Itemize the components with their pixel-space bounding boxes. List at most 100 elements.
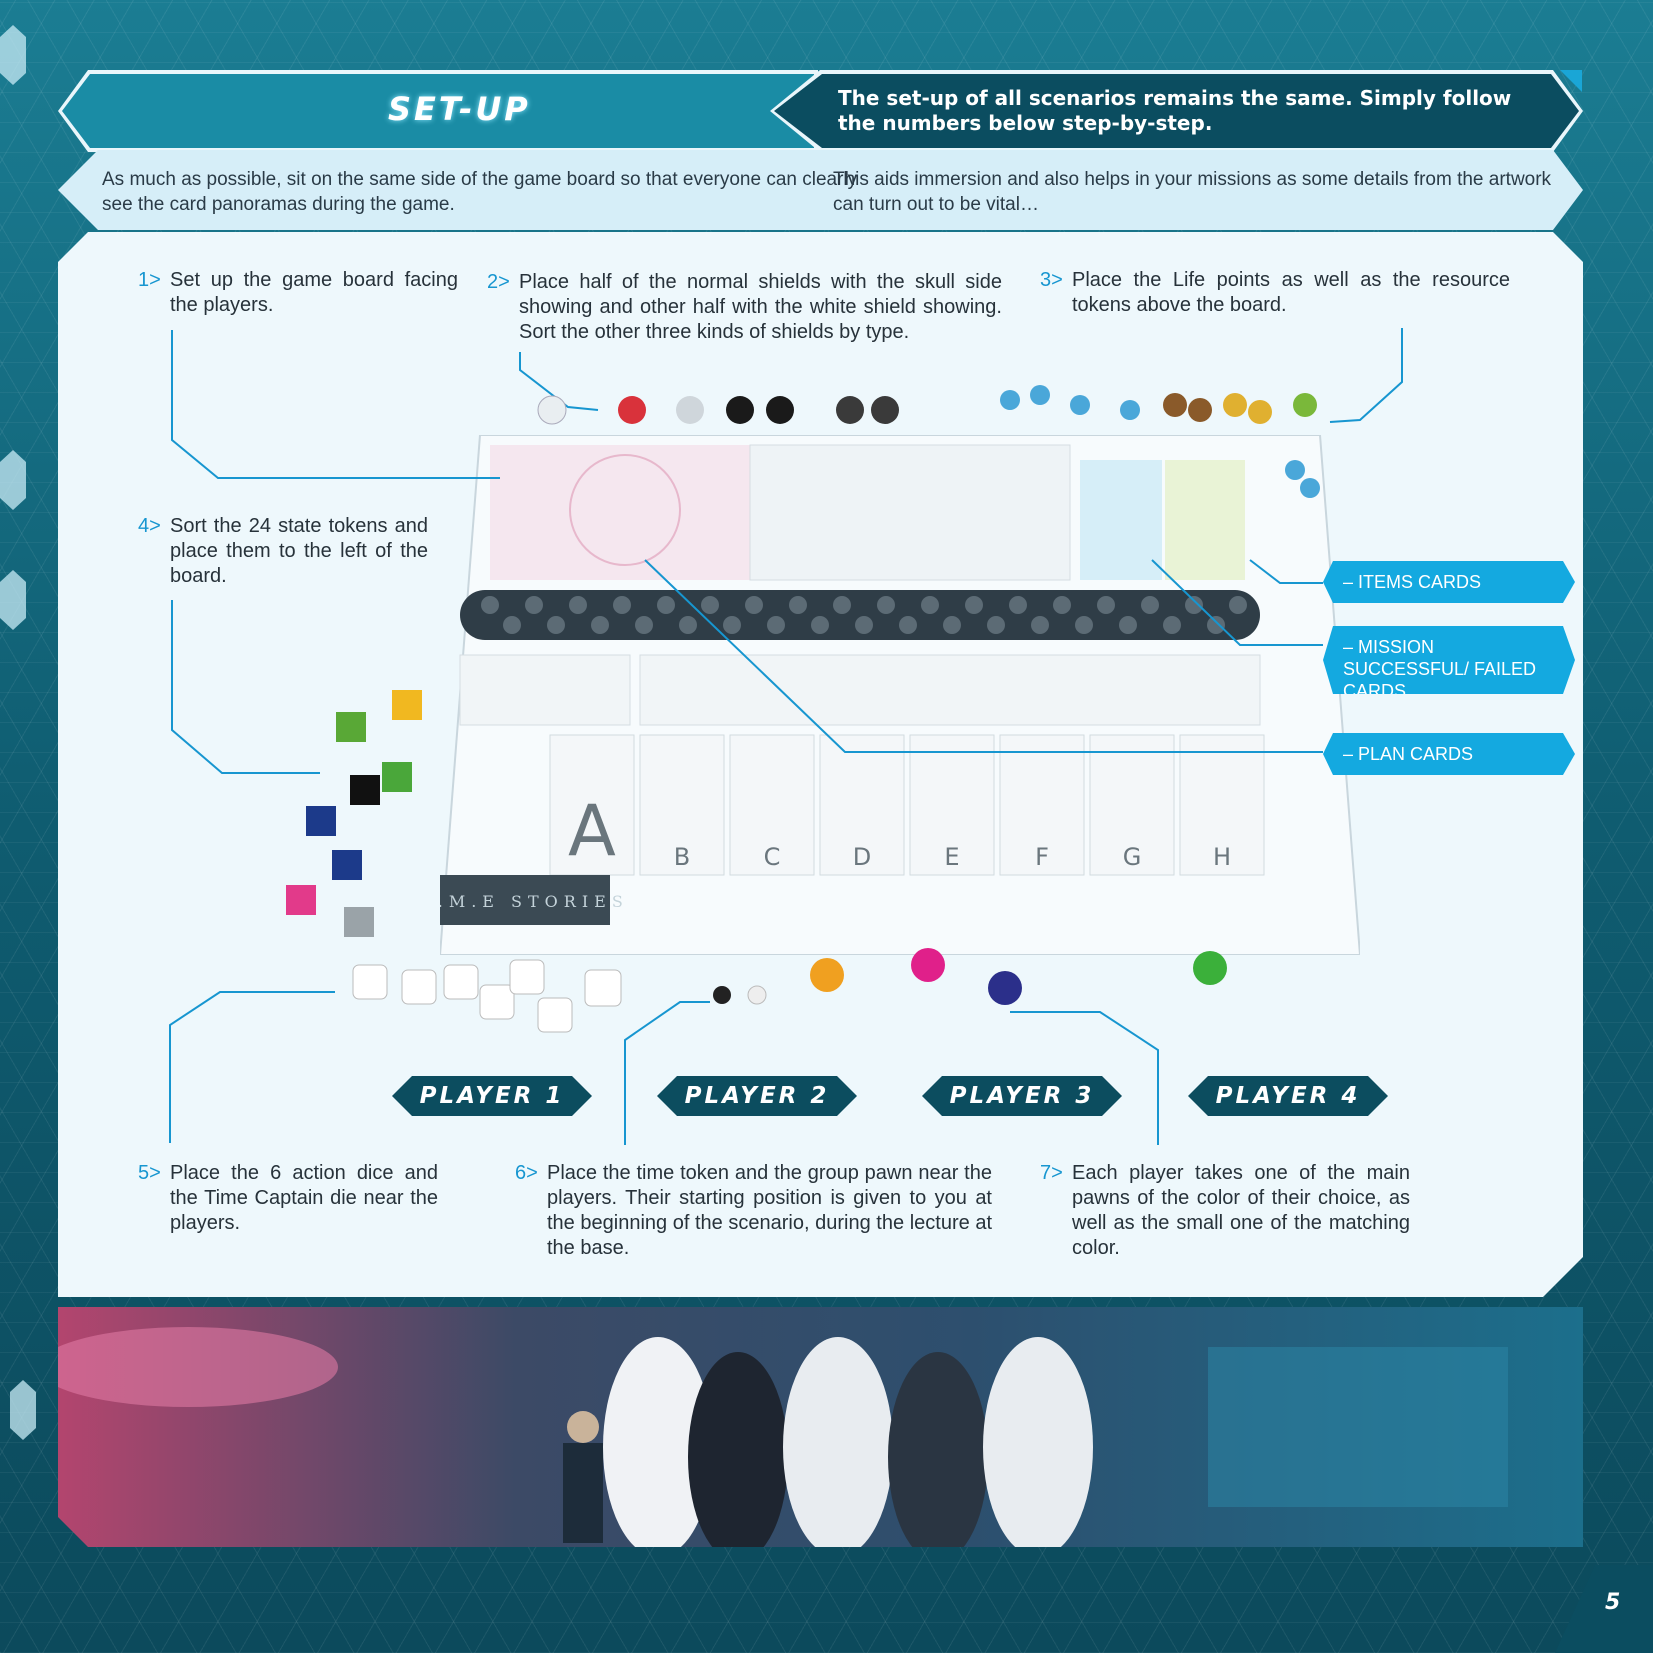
player-2-banner: PLAYER 2: [657, 1076, 857, 1116]
hex-decoration: [0, 570, 26, 630]
time-track-cell: [503, 616, 521, 634]
label-plan-cards: – PLAN CARDS: [1323, 733, 1575, 775]
time-track-cell: [1141, 596, 1159, 614]
hex-decoration: [10, 1380, 36, 1440]
art-pod: [983, 1337, 1093, 1547]
player-1-banner: PLAYER 1: [392, 1076, 592, 1116]
state-slots: [459, 654, 631, 726]
time-track-cell: [833, 596, 851, 614]
time-track-cell: [1053, 596, 1071, 614]
time-track-cell: [525, 596, 543, 614]
step-6: 6> Place the time token and the group pa…: [515, 1161, 992, 1261]
time-track-cell: [613, 596, 631, 614]
board-logo-plate: [440, 875, 610, 925]
time-track-cell: [943, 616, 961, 634]
time-track-cell: [767, 616, 785, 634]
time-track-cell: [701, 596, 719, 614]
step-7-number: 7>: [1040, 1162, 1063, 1184]
step-6-number: 6>: [515, 1162, 538, 1184]
time-track-cell: [1075, 616, 1093, 634]
step-6-text: Place the time token and the group pawn …: [547, 1162, 992, 1259]
header-band: SET-UP The set-up of all scenarios remai…: [58, 70, 1583, 152]
player-3-banner: PLAYER 3: [922, 1076, 1122, 1116]
time-track-cell: [987, 616, 1005, 634]
art-planet-glow: [58, 1327, 338, 1407]
step-7-text: Each player takes one of the main pawns …: [1072, 1162, 1410, 1259]
time-track-cell: [811, 616, 829, 634]
board-column-slot: [729, 734, 815, 876]
board-column-slot: [1089, 734, 1175, 876]
map-circle: [569, 454, 681, 566]
time-track-cell: [789, 596, 807, 614]
intro-band: As much as possible, sit on the same sid…: [58, 150, 1583, 230]
page-title: SET-UP: [388, 90, 531, 128]
step-3-text: Place the Life points as well as the res…: [1072, 269, 1510, 316]
time-track-cell: [1097, 596, 1115, 614]
step-4: 4> Sort the 24 state tokens and place th…: [138, 514, 428, 589]
hex-decoration: [0, 450, 26, 510]
time-track-cell: [1119, 616, 1137, 634]
artwork-scene: [58, 1307, 1583, 1547]
time-track-cell: [635, 616, 653, 634]
board-column-letter: D: [853, 843, 871, 871]
board-column-letter: A: [568, 790, 616, 872]
code-slots: [749, 444, 1071, 581]
mission-card-slot: [1165, 460, 1245, 580]
board-column-letter: F: [1035, 843, 1049, 871]
time-track-cell: [1031, 616, 1049, 634]
step-3-number: 3>: [1040, 269, 1063, 291]
art-figure-head: [567, 1411, 599, 1443]
board-column-letter: C: [764, 843, 781, 871]
art-pod: [888, 1352, 988, 1547]
step-3: 3> Place the Life points as well as the …: [1040, 268, 1510, 318]
header-subtitle: The set-up of all scenarios remains the …: [838, 86, 1512, 135]
subtitle-frame-fill: [774, 74, 1579, 148]
player-4-banner: PLAYER 4: [1188, 1076, 1388, 1116]
time-track-cell: [1207, 616, 1225, 634]
board-column-letter: E: [944, 843, 959, 871]
time-track-cell: [877, 596, 895, 614]
time-track-cell: [899, 616, 917, 634]
art-pod: [688, 1352, 788, 1547]
art-pod: [603, 1337, 713, 1547]
step-4-text: Sort the 24 state tokens and place them …: [170, 515, 428, 587]
time-track-cell: [481, 596, 499, 614]
artwork-panorama: [58, 1307, 1583, 1547]
board-column-slot: [909, 734, 995, 876]
board-column-slot: [1179, 734, 1265, 876]
time-track-cell: [1229, 596, 1247, 614]
step-5-number: 5>: [138, 1162, 161, 1184]
step-1-number: 1>: [138, 269, 161, 291]
plan-slots: [639, 654, 1261, 726]
time-track-cell: [1163, 616, 1181, 634]
intro-right-text: This aids immersion and also helps in yo…: [833, 169, 1552, 215]
board-column-slot: [549, 734, 635, 876]
step-7: 7> Each player takes one of the main paw…: [1040, 1161, 1410, 1261]
time-track-cell: [1009, 596, 1027, 614]
time-track-cell: [657, 596, 675, 614]
board-logo: T.I.M.E STORIES: [440, 892, 629, 911]
hex-decoration: [0, 25, 26, 85]
step-2: 2> Place half of the normal shields with…: [487, 270, 1002, 345]
time-track-cell: [569, 596, 587, 614]
intro-left-text: As much as possible, sit on the same sid…: [102, 169, 858, 215]
step-1-text: Set up the game board facing the players…: [170, 269, 458, 316]
board-column-letter: G: [1123, 843, 1142, 871]
board-column-letter: B: [674, 843, 690, 871]
board-column-row: [459, 654, 1261, 726]
label-mission-cards: – MISSION SUCCESSFUL/ FAILED CARDS: [1323, 626, 1575, 694]
items-card-slot: [1080, 460, 1162, 580]
title-frame-fill: [62, 74, 814, 148]
time-track-cell: [1185, 596, 1203, 614]
time-track-cell: [965, 596, 983, 614]
step-1: 1> Set up the game board facing the play…: [138, 268, 458, 318]
time-track-cell: [921, 596, 939, 614]
time-track-cell: [745, 596, 763, 614]
step-2-text: Place half of the normal shields with th…: [519, 271, 1002, 343]
board-map-area: [490, 445, 750, 580]
time-track-cell: [679, 616, 697, 634]
board-column-slot: [639, 734, 725, 876]
art-lab: [1208, 1347, 1508, 1507]
